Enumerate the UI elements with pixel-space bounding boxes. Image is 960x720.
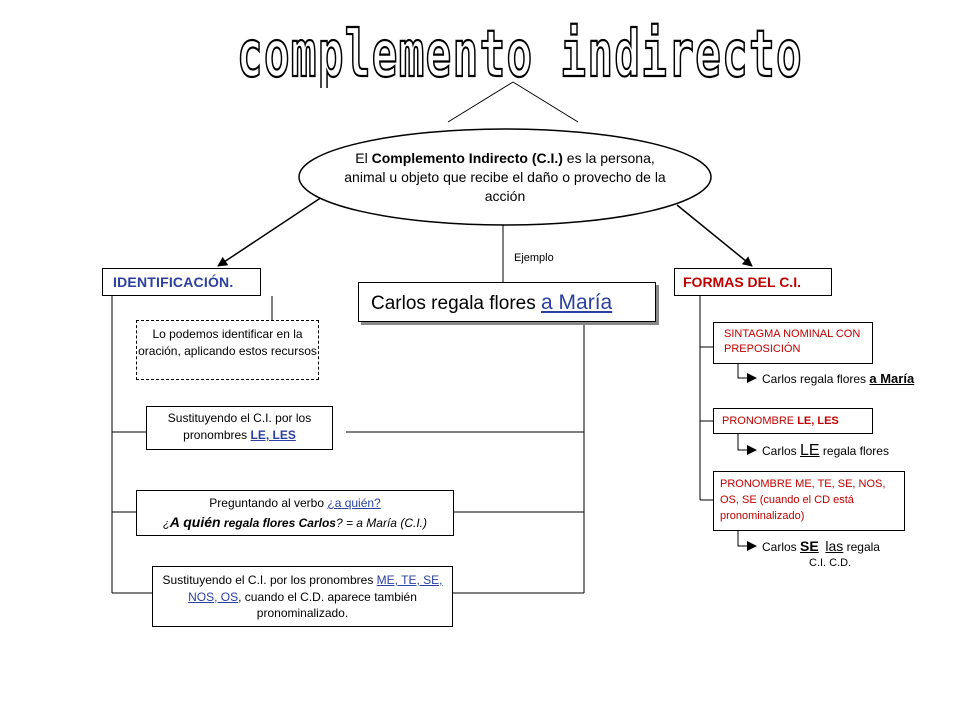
arrow-to-formas <box>676 204 753 267</box>
title-text: complemento indirecto <box>237 18 803 88</box>
page-title: complemento indirecto <box>236 18 803 88</box>
definition-oval-shape <box>298 128 712 226</box>
forma-example-2: Carlos LE regala flores <box>762 442 889 459</box>
identificacion-note: Lo podemos identificar en la oración, ap… <box>136 320 319 380</box>
identificacion-header: IDENTIFICACIÓN. <box>102 268 261 296</box>
forma-pronombre-le-les: PRONOMBRE LE, LES <box>713 408 873 434</box>
formas-header: FORMAS DEL C.I. <box>674 268 832 296</box>
forma-example-1: Carlos regala flores a María <box>762 371 915 386</box>
forma-example-3: Carlos SE las regala <box>762 538 880 554</box>
title-connector-right <box>512 81 579 123</box>
le-les-link: LE, LES <box>250 428 296 442</box>
forma-example-3-labels: C.I. C.D. <box>809 557 852 569</box>
me-te-se-link: ME, TE, SE, NOS, OS <box>188 573 443 604</box>
method-le-les: Sustituyendo el C.I. por los pronombres … <box>146 406 333 450</box>
a-quien-link: ¿a quién? <box>327 496 381 510</box>
example-sentence: Carlos regala flores a María <box>358 282 656 322</box>
method-me-te-se: Sustituyendo el C.I. por los pronombres … <box>152 566 453 627</box>
arrow-to-identificacion <box>217 196 323 267</box>
definition-text: El Complemento Indirecto (C.I.) es la pe… <box>344 149 666 204</box>
example-label: Ejemplo <box>514 252 554 264</box>
title-connector-left <box>447 81 514 123</box>
forma-pronombre-me-te-se: PRONOMBRE ME, TE, SE, NOS, OS, SE (cuand… <box>713 471 905 531</box>
forma-sintagma-nominal: SINTAGMA NOMINAL CON PREPOSICIÓN <box>713 322 873 364</box>
example-emphasis: a María <box>541 291 613 314</box>
arrow-ex1 <box>737 364 757 383</box>
method-a-quien: Preguntando al verbo ¿a quién? ¿A quién … <box>136 490 454 536</box>
arrow-ex3 <box>737 531 757 551</box>
arrow-ex2 <box>737 434 757 455</box>
